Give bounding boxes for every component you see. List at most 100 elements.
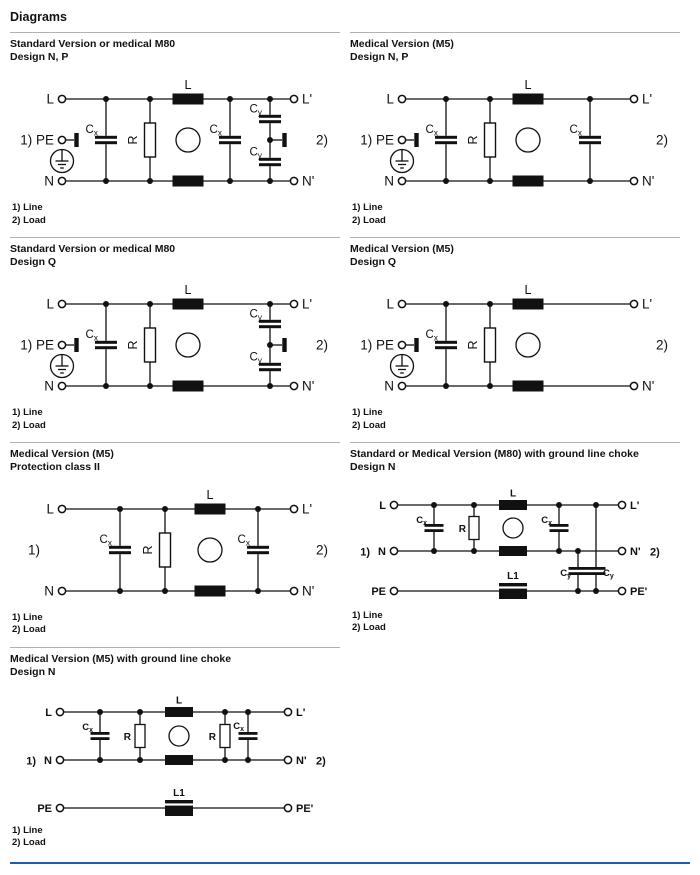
resistor-symbol	[134, 723, 146, 749]
panel-notes: 1) Line 2) Load	[12, 407, 340, 432]
cx-label: Cx	[85, 124, 98, 138]
capacitor-cx-symbol	[435, 340, 457, 350]
resistor-symbol	[483, 122, 497, 158]
capacitor-cx-symbol	[549, 524, 569, 533]
terminal-label-l-out: L'	[642, 297, 652, 312]
terminal-label-l-out: L'	[630, 500, 640, 512]
choke-core-circle	[197, 537, 223, 563]
capacitor-cx-symbol	[247, 545, 269, 555]
panel-notes: 1) Line 2) Load	[352, 610, 680, 635]
note-line: 1) Line	[352, 407, 383, 419]
cx-label: Cx	[541, 515, 552, 527]
terminal-label-n: N	[384, 174, 394, 189]
choke-label: L	[185, 78, 192, 92]
note-load: 2) Load	[352, 419, 386, 431]
circuit-std-m80-glc: L N PE 1) L' N' PE' 2) L L1 Cx Cx Cy Cy …	[360, 489, 660, 600]
resistor-symbol	[158, 532, 172, 568]
terminal-label-n: N	[44, 755, 52, 767]
terminal-label-n: N	[44, 174, 54, 189]
line-ref-label: 1)	[28, 543, 40, 558]
pe-connector-bar	[282, 338, 287, 353]
note-line: 1) Line	[12, 612, 43, 624]
panel-notes: 1) Line 2) Load	[12, 612, 340, 637]
terminal-label-pe: PE	[371, 586, 386, 598]
earth-ground-icon	[49, 149, 75, 174]
choke-label: L	[207, 488, 214, 502]
resistor-label: R	[126, 136, 140, 145]
resistor-label: R	[124, 732, 132, 743]
load-ref-label: 2)	[316, 133, 328, 148]
terminal-label-l: L	[46, 297, 54, 312]
terminal-label-n-out: N'	[302, 174, 314, 189]
panel-m5-design-q: Medical Version (M5) Design Q	[350, 236, 680, 442]
capacitor-cy-symbol	[259, 319, 281, 329]
note-load: 2) Load	[12, 624, 46, 636]
load-ref-label: 2)	[316, 756, 326, 768]
resistor-symbol	[468, 515, 480, 541]
choke-winding	[194, 503, 226, 515]
load-ref-label: 2)	[656, 133, 668, 148]
choke-label: L	[176, 696, 182, 707]
diagram-grid: Standard Version or medical M80 Design N…	[10, 32, 690, 860]
choke-winding	[172, 93, 204, 105]
panel-title: Standard Version or medical M80	[10, 38, 176, 50]
note-load: 2) Load	[12, 419, 46, 431]
load-ref-label: 2)	[650, 547, 660, 559]
terminal-label-pe-out: PE'	[630, 586, 648, 598]
choke-core-circle	[168, 725, 190, 747]
circuit-m5-q: L N L' N' 1) PE 2) L Cx R	[360, 283, 668, 394]
choke-label: L	[525, 283, 532, 297]
panel-m5-protection-class-2: Medical Version (M5) Protection class II	[10, 441, 340, 647]
cy-label: Cy	[560, 568, 571, 580]
terminal-label-n: N	[44, 584, 54, 599]
circuit-m5-class2: L N L' N' 1) 2) L Cx Cx R	[28, 488, 328, 599]
resistor-symbol	[143, 122, 157, 158]
choke-winding	[172, 175, 204, 187]
section-rule	[10, 32, 340, 33]
ground-choke-label: L1	[173, 788, 185, 799]
capacitor-cx-symbol	[95, 340, 117, 350]
panel-std-m80-design-np: Standard Version or medical M80 Design N…	[10, 32, 340, 237]
pe-connector-bar	[414, 133, 419, 148]
panel-std-m80-design-q: Standard Version or medical M80 Design Q	[10, 236, 340, 442]
section-rule	[350, 236, 680, 238]
panel-notes: 1) Line 2) Load	[12, 825, 340, 850]
panel-subtitle: Design Q	[10, 256, 57, 269]
resistor-symbol	[143, 327, 157, 363]
panel-m5-design-np: Medical Version (M5) Design N, P	[350, 32, 680, 237]
cx-label: Cx	[425, 329, 438, 343]
cy-label: Cy	[249, 147, 262, 161]
cy-label: Cy	[603, 568, 614, 580]
note-load: 2) Load	[352, 622, 386, 634]
choke-core-circle	[515, 127, 541, 153]
capacitor-cx-symbol	[219, 136, 241, 145]
circuit-std-m80-np: L N L' N' 1) PE 2) L Cx Cx Cy Cy R	[20, 78, 328, 189]
resistor-label: R	[466, 136, 480, 145]
line-ref-label: 1)	[26, 756, 36, 768]
choke-winding	[172, 380, 204, 392]
section-rule	[10, 646, 340, 648]
note-line: 1) Line	[12, 825, 43, 837]
terminal-label-n-out: N'	[302, 584, 314, 599]
terminal-label-n: N	[378, 546, 386, 558]
terminal-label-l: L	[379, 500, 386, 512]
terminal-label-n-out: N'	[630, 546, 641, 558]
terminal-label-n: N	[384, 379, 394, 394]
pe-connector-bar	[74, 338, 79, 353]
choke-core-circle	[502, 517, 524, 539]
capacitor-cy-symbol	[259, 362, 281, 372]
terminal-label-pe: PE	[37, 803, 52, 815]
capacitor-cx-symbol	[435, 136, 457, 145]
note-line: 1) Line	[352, 610, 383, 622]
choke-winding	[194, 585, 226, 597]
terminal-label-l: L	[45, 707, 52, 719]
panel-subtitle: Design N, P	[350, 51, 409, 64]
choke-winding	[512, 380, 544, 392]
panel-title: Medical Version (M5) with ground line ch…	[10, 652, 232, 665]
circuit-m5-np: L N L' N' 1) PE 2) L Cx Cx R	[360, 78, 668, 189]
pe-input-label: 1) PE	[20, 133, 54, 148]
terminal-label-n-out: N'	[642, 379, 654, 394]
resistor-label: R	[141, 546, 155, 555]
note-load: 2) Load	[352, 214, 386, 226]
load-ref-label: 2)	[656, 338, 668, 353]
